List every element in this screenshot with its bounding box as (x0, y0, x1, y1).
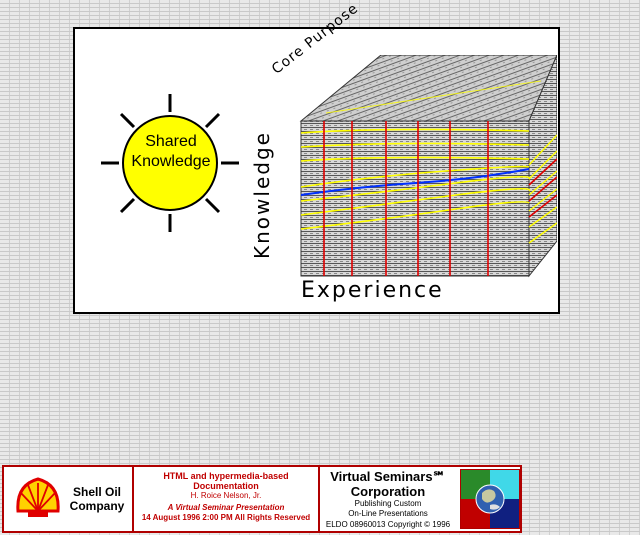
presentation-label: A Virtual Seminar Presentation (167, 503, 285, 512)
seismic-cube (299, 55, 557, 278)
vs-tagline-1: Publishing Custom (354, 499, 422, 508)
company-name: Shell Oil Company (69, 485, 125, 513)
vs-copyright: ELDO 08960013 Copyright © 1996 (325, 520, 451, 529)
virtual-seminars-logo-icon[interactable] (460, 469, 520, 529)
virtual-seminars-section[interactable]: Virtual Seminars℠ Corporation Publishing… (320, 467, 456, 531)
doc-info-section[interactable]: HTML and hypermedia-based Documentation … (134, 467, 320, 531)
vs-name-line2: Corporation (350, 484, 426, 499)
shell-section[interactable]: Shell Oil Company (4, 467, 134, 531)
knowledge-label: Knowledge (250, 131, 274, 259)
sun-label: Shared Knowledge (131, 133, 211, 170)
doc-title-line2: Documentation (193, 481, 259, 491)
date-rights: 14 August 1996 2:00 PM All Rights Reserv… (141, 513, 311, 522)
author-name: H. Roice Nelson, Jr. (190, 491, 262, 500)
shell-logo-icon (16, 477, 60, 517)
vs-name-line1: Virtual Seminars℠ (330, 469, 446, 484)
slide-panel: Shared Knowledge (73, 0, 560, 314)
footer-banner: Shell Oil Company HTML and hypermedia-ba… (2, 465, 522, 533)
experience-label: Experience (301, 278, 444, 303)
vs-tagline-2: On-Line Presentations (348, 509, 428, 518)
sun-icon (101, 94, 239, 232)
doc-title-line1: HTML and hypermedia-based (163, 471, 289, 481)
